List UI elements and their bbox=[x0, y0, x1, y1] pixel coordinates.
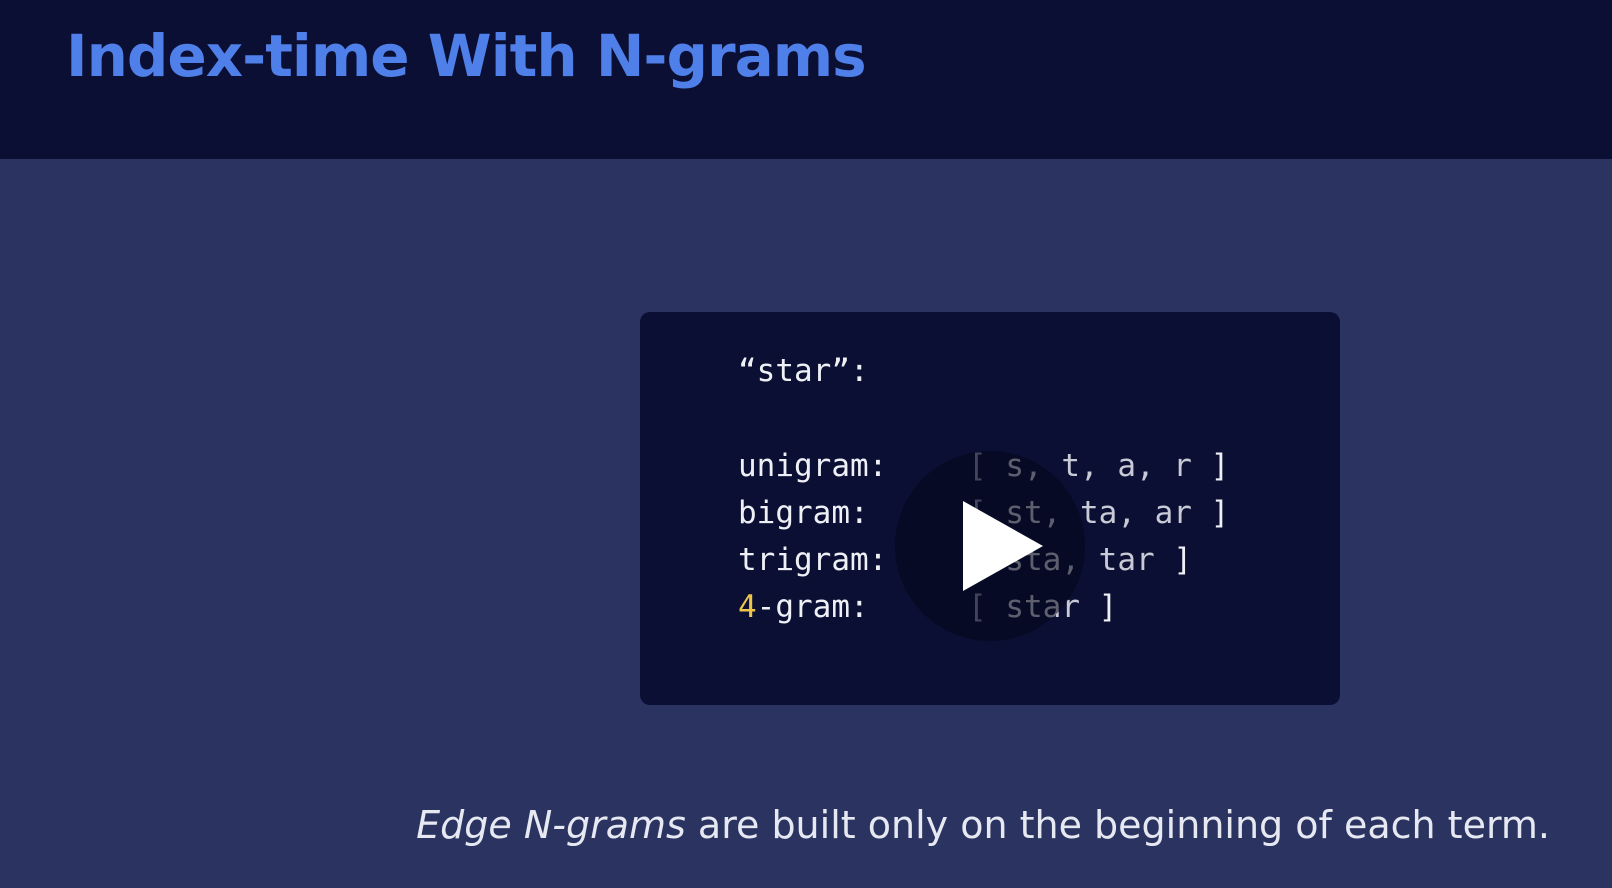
row-label-4gram: 4-gram: bbox=[738, 589, 869, 625]
row-label-trigram-text: trigram: bbox=[738, 542, 888, 578]
row-label-unigram: unigram: bbox=[738, 448, 887, 484]
caption-text: are built only on the beginning of each … bbox=[685, 803, 1550, 847]
highlight-digit: 4 bbox=[738, 589, 757, 625]
row-label-trigram: trigram: bbox=[738, 542, 887, 578]
example-word: “star”: bbox=[738, 353, 869, 389]
close-bracket: ] bbox=[1098, 589, 1118, 625]
row-label-bigram-text: bigram: bbox=[738, 495, 869, 531]
close-bracket: ] bbox=[1173, 542, 1192, 578]
play-button[interactable] bbox=[895, 451, 1085, 641]
play-icon bbox=[963, 501, 1043, 591]
caption-italic: Edge N-grams bbox=[416, 803, 686, 847]
row-label-unigram-text: unigram: bbox=[738, 448, 888, 484]
slide-title: Index-time With N-grams bbox=[66, 22, 867, 90]
slide-caption: Edge N-grams are built only on the begin… bbox=[416, 803, 1550, 847]
close-bracket: ] bbox=[1210, 448, 1230, 484]
close-bracket: ] bbox=[1210, 495, 1230, 531]
row-label-bigram: bigram: bbox=[738, 495, 869, 531]
row-label-4gram-text: -gram: bbox=[756, 589, 869, 625]
slide-header: Index-time With N-grams bbox=[0, 0, 1612, 159]
